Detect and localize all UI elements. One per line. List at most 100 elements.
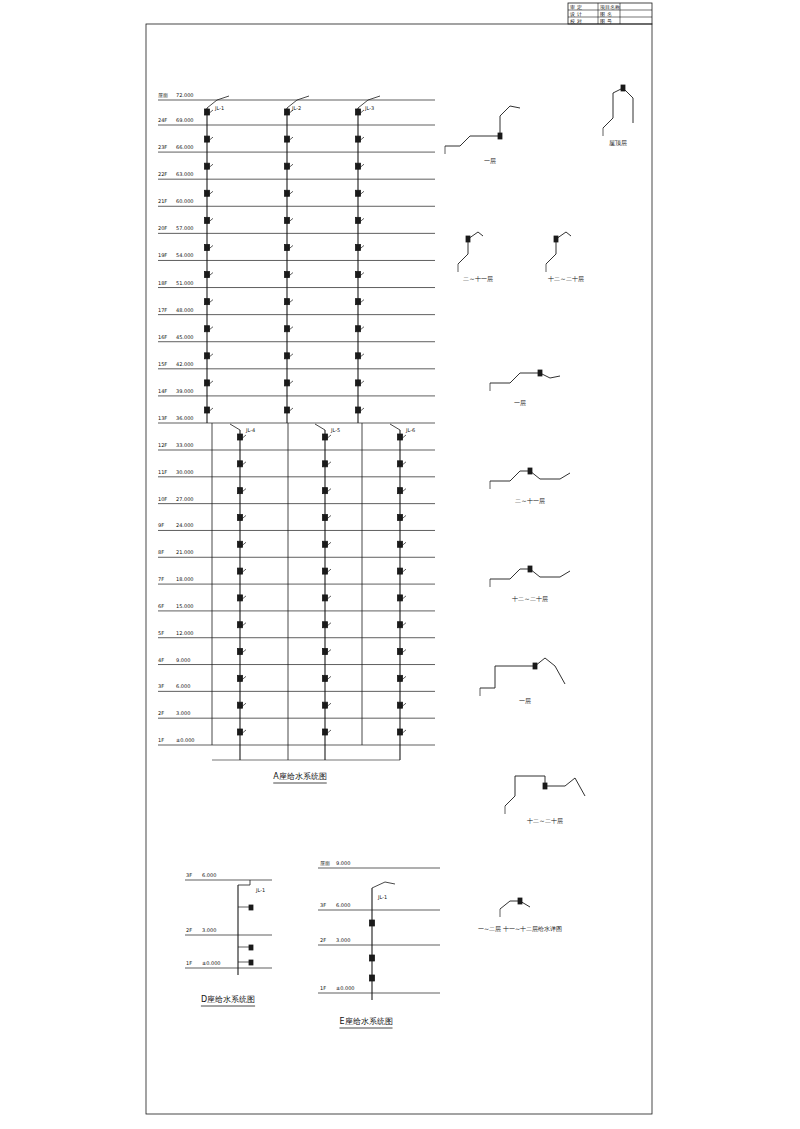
floor-elevation: 36.000 [176, 416, 194, 421]
pipe-drop [480, 688, 481, 696]
valve-symbol [323, 675, 328, 681]
floor-line [185, 880, 272, 881]
valve-symbol [238, 568, 243, 574]
branch-stub [325, 542, 331, 547]
floor-line [158, 423, 435, 424]
floor-elevation: 6.000 [176, 684, 190, 689]
valve-symbol [285, 353, 290, 359]
branch-stub [207, 408, 213, 413]
valve-symbol [285, 407, 290, 413]
floor-name: 9F [158, 523, 164, 528]
branch-stub [240, 515, 246, 520]
branch-stub [400, 435, 406, 440]
floor-elevation: 6.000 [202, 873, 216, 878]
branch-stub [358, 164, 364, 169]
water-riser [357, 108, 358, 423]
valve-symbol [205, 407, 210, 413]
detail-caption: 屋顶层 [609, 140, 627, 146]
floor-name: 20F [158, 226, 167, 231]
valve-symbol [533, 663, 537, 669]
branch-stub [287, 164, 293, 169]
floor-elevation: 3.000 [336, 938, 350, 943]
water-riser [237, 885, 238, 975]
pipe-drop [490, 579, 491, 587]
floor-line [185, 935, 272, 936]
valve-symbol [238, 675, 243, 681]
valve-symbol [370, 955, 375, 961]
valve-symbol [370, 920, 375, 926]
isometric-pipe [480, 658, 565, 688]
floor-elevation: 18.000 [176, 577, 194, 582]
valve-symbol [205, 380, 210, 386]
valve-symbol [356, 380, 361, 386]
valve-symbol [238, 595, 243, 601]
valve-symbol [205, 190, 210, 196]
floor-name: 1F [320, 986, 326, 991]
branch-stub [358, 381, 364, 386]
branch-stub [287, 218, 293, 223]
floor-elevation: ±0.000 [176, 738, 195, 743]
branch-stub [400, 515, 406, 520]
valve-symbol [398, 675, 403, 681]
isometric-pipe [603, 88, 633, 128]
branch-stub [400, 703, 406, 708]
floor-elevation: 27.000 [176, 497, 194, 502]
water-riser [371, 888, 372, 1000]
valve-symbol [205, 353, 210, 359]
branch-stub [207, 110, 213, 115]
floor-line [158, 152, 435, 153]
isometric-pipe [445, 106, 520, 146]
valve-symbol [323, 461, 328, 467]
riser-tag: JL-1 [215, 106, 224, 111]
isometric-pipe [490, 373, 560, 383]
floor-name: 3F [186, 873, 192, 878]
floor-name: 15F [158, 362, 167, 367]
floor-line [158, 745, 435, 746]
floor-elevation: 48.000 [176, 308, 194, 313]
valve-symbol [323, 595, 328, 601]
valve-symbol [205, 136, 210, 142]
floor-elevation: 63.000 [176, 172, 194, 177]
floor-elevation: 54.000 [176, 253, 194, 258]
valve-symbol [205, 299, 210, 305]
valve-symbol [356, 326, 361, 332]
valve-symbol [554, 236, 558, 242]
valve-symbol [285, 217, 290, 223]
floor-name: 2F [186, 928, 192, 933]
branch-stub [358, 273, 364, 278]
valve-symbol [285, 109, 290, 115]
water-riser [212, 423, 213, 745]
floor-elevation: 42.000 [176, 362, 194, 367]
isometric-pipe [546, 232, 571, 264]
branch-stub [240, 435, 246, 440]
valve-symbol [285, 380, 290, 386]
valve-symbol [356, 353, 361, 359]
branch-stub [240, 596, 246, 601]
floor-elevation: 60.000 [176, 199, 194, 204]
valve-symbol [398, 541, 403, 547]
riser-top [230, 424, 240, 430]
pipe-drop [490, 383, 491, 391]
sheet-frame [146, 24, 652, 1114]
floor-name: 屋面 [158, 93, 168, 98]
pipe-drop [505, 806, 506, 814]
valve-symbol [466, 236, 470, 242]
valve-symbol [370, 975, 375, 981]
floor-name: 19F [158, 253, 167, 258]
caption-underline [201, 1006, 255, 1007]
branch-stub [325, 730, 331, 735]
branch-stub [207, 245, 213, 250]
branch-stub [400, 730, 406, 735]
valve-symbol [356, 109, 361, 115]
riser-tag: JL-4 [246, 428, 255, 433]
valve-symbol [543, 783, 547, 789]
diagram-caption: A座给水系统图 [273, 773, 326, 781]
riser-tag: JL-1 [378, 895, 387, 900]
floor-line [158, 233, 435, 234]
floor-name: 1F [186, 961, 192, 966]
branch-stub [400, 542, 406, 547]
branch-stub [400, 623, 406, 628]
floor-line [158, 179, 435, 180]
valve-symbol [538, 370, 542, 376]
